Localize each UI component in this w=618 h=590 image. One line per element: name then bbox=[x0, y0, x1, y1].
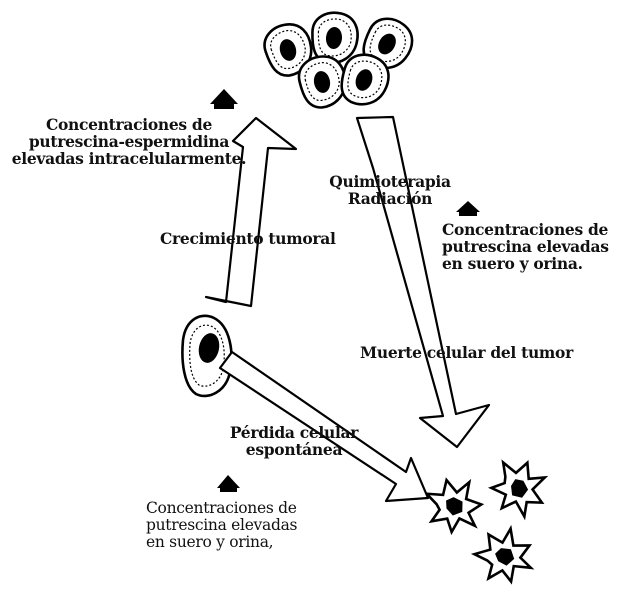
elevated-marker-serum-urine-spontaneous bbox=[217, 475, 240, 492]
label-tumor-growth: Crecimiento tumoral bbox=[160, 230, 336, 247]
label-spontaneous-cell-loss: Pérdida celular espontánea bbox=[222, 424, 366, 458]
treatment-arrow bbox=[357, 117, 489, 447]
label-serum-urine-treatment: Concentraciones de putrescina elevadas e… bbox=[442, 221, 609, 272]
label-tumor-cell-death: Muerte celular del tumor bbox=[360, 344, 573, 361]
label-serum-urine-spontaneous: Concentraciones de putrescina elevadas e… bbox=[146, 500, 297, 551]
dead-cell-cluster bbox=[425, 453, 555, 590]
tumor-cell-cluster bbox=[260, 11, 420, 112]
elevated-marker-serum-urine-treatment bbox=[456, 201, 480, 216]
elevated-marker-intracellular bbox=[210, 89, 238, 109]
single-tumor-cell bbox=[182, 316, 231, 396]
label-intracellular-concentrations: Concentraciones de putrescina-espermidin… bbox=[6, 116, 252, 167]
label-treatment: Quimioterapia Radiación bbox=[328, 173, 452, 207]
